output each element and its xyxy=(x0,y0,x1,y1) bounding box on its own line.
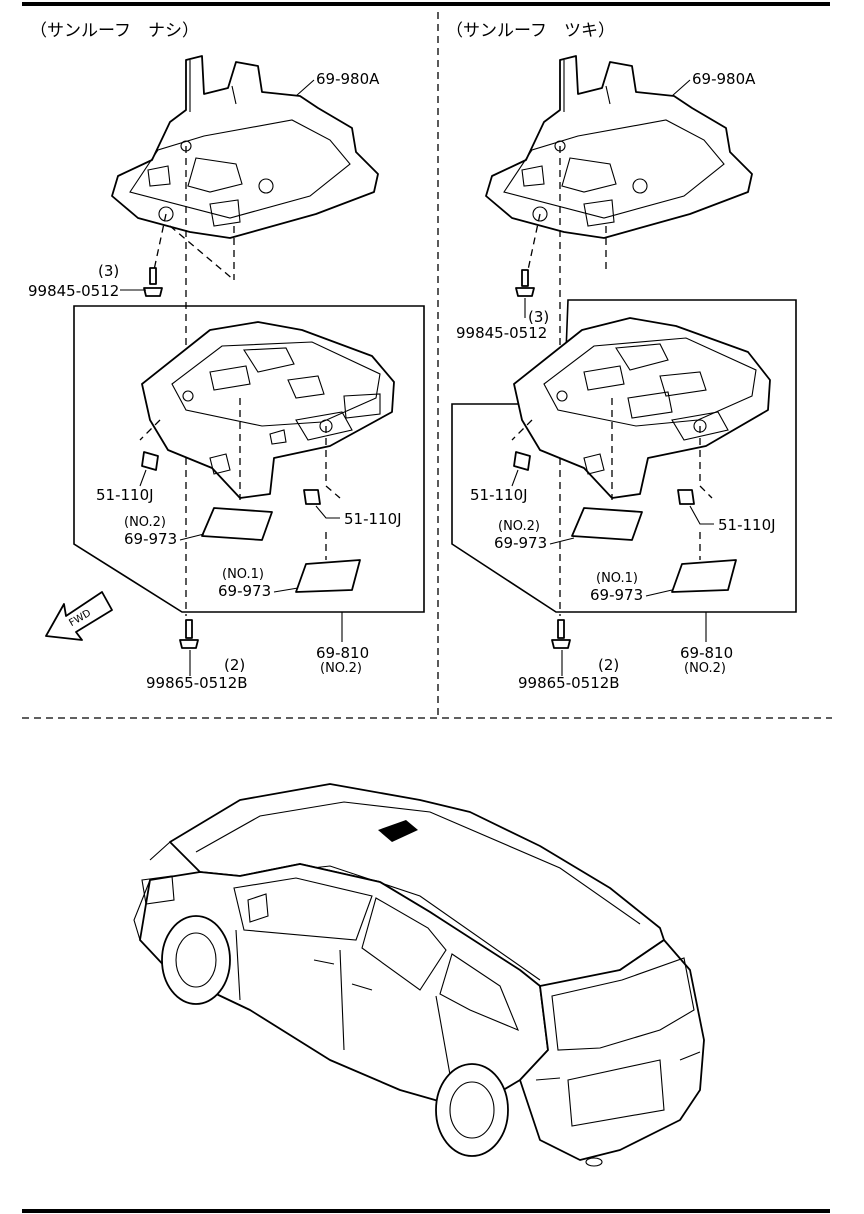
lens2-label: 69-973 xyxy=(494,534,547,552)
console-bracket xyxy=(485,55,753,239)
bulb-right-label: 51-110J xyxy=(718,516,776,534)
assembly-frame xyxy=(73,305,425,613)
console-screw-qty: (2) xyxy=(224,656,245,674)
bracket-screw xyxy=(515,269,535,297)
bulb-right xyxy=(677,489,695,505)
lens1-no: (NO.1) xyxy=(596,571,638,586)
bulb-left-label: 51-110J xyxy=(96,486,154,504)
bulb-left xyxy=(513,451,531,471)
panel-right: （サンルーフ ツキ） (3) 99845-0512 69-980A xyxy=(446,21,797,692)
minivan-illustration xyxy=(133,783,705,1167)
console-assy-label: 69-810 xyxy=(316,644,369,662)
console-screw-label: 99865-0512B xyxy=(146,674,248,692)
console-screw-label: 99865-0512B xyxy=(518,674,620,692)
panel-header: （サンルーフ ツキ） xyxy=(446,21,615,41)
console-assy-label: 69-810 xyxy=(680,644,733,662)
overhead-console xyxy=(141,321,395,499)
bracket-screw-qty: (3) xyxy=(528,308,549,326)
roof-console-location xyxy=(378,820,418,842)
lens-no2 xyxy=(201,507,273,541)
lens2-no: (NO.2) xyxy=(124,515,166,530)
lens-no1 xyxy=(295,559,361,593)
bracket-screw-label: 99845-0512 xyxy=(456,324,547,342)
lens2-label: 69-973 xyxy=(124,530,177,548)
lens1-label: 69-973 xyxy=(590,586,643,604)
panel-left: （サンルーフ ナシ） (3) 99845-0512 69-980A xyxy=(28,21,425,692)
console-bracket-label: 69-980A xyxy=(692,70,756,88)
bracket-screw xyxy=(143,267,163,297)
lens-no2 xyxy=(571,507,643,541)
console-assy-no: (NO.2) xyxy=(684,661,726,676)
lens1-label: 69-973 xyxy=(218,582,271,600)
console-screw-qty: (2) xyxy=(598,656,619,674)
lens-no1 xyxy=(671,559,737,593)
console-screw xyxy=(179,619,199,649)
lens1-no: (NO.1) xyxy=(222,567,264,582)
console-bracket xyxy=(111,55,379,239)
bulb-left xyxy=(141,451,159,471)
console-bracket-label: 69-980A xyxy=(316,70,380,88)
lens2-no: (NO.2) xyxy=(498,519,540,534)
console-assy-no: (NO.2) xyxy=(320,661,362,676)
bulb-left-label: 51-110J xyxy=(470,486,528,504)
panel-header: （サンルーフ ナシ） xyxy=(30,21,199,41)
bulb-right xyxy=(303,489,321,505)
fwd-arrow: FWD xyxy=(45,591,113,641)
bracket-screw-qty: (3) xyxy=(98,262,119,280)
console-screw xyxy=(551,619,571,649)
bracket-screw-label: 99845-0512 xyxy=(28,282,119,300)
overhead-console xyxy=(513,317,771,499)
bulb-right-label: 51-110J xyxy=(344,510,402,528)
